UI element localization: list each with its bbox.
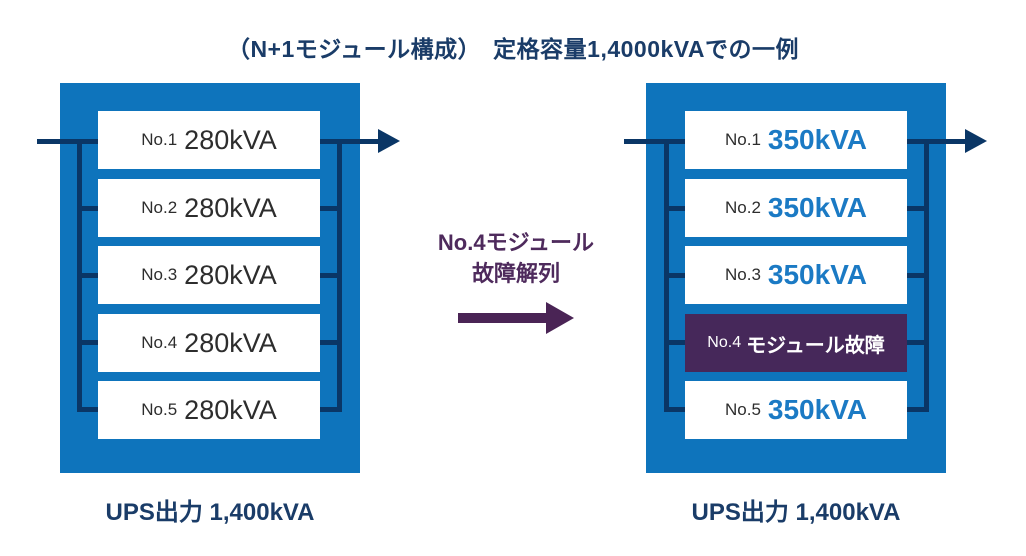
left-module-5: No.5 280kVA bbox=[98, 381, 320, 439]
right-module-1: No.1 350kVA bbox=[685, 111, 907, 169]
module-capacity: 350kVA bbox=[767, 259, 868, 290]
transition-arrow bbox=[458, 313, 548, 323]
left-ups-output-line bbox=[320, 139, 378, 144]
module-number: No.1 bbox=[141, 130, 178, 149]
left-ups-stub-module5-right bbox=[320, 407, 342, 412]
module-capacity: 280kVA bbox=[184, 259, 277, 290]
left-module-4: No.4 280kVA bbox=[98, 314, 320, 372]
module-capacity: 350kVA bbox=[767, 124, 868, 155]
right-ups-output-line bbox=[907, 139, 965, 144]
right-module-3: No.3 350kVA bbox=[685, 246, 907, 304]
right-ups-stub-module3-left bbox=[664, 273, 685, 278]
right-ups-stub-module3-right bbox=[907, 273, 929, 278]
right-ups-stub-module5-left bbox=[664, 407, 685, 412]
right-ups-stub-module5-right bbox=[907, 407, 929, 412]
right-module-2: No.2 350kVA bbox=[685, 179, 907, 237]
module-failure-label: モジュール故障 bbox=[746, 334, 885, 357]
module-number: No.2 bbox=[141, 198, 178, 217]
left-ups-stub-module3-left bbox=[77, 273, 98, 278]
diagram-title: （N+1モジュール構成） 定格容量1,4000kVAでの一例 bbox=[226, 36, 800, 62]
module-number: No.5 bbox=[141, 400, 178, 419]
module-number: No.3 bbox=[724, 265, 761, 284]
left-ups-stub-module4-left bbox=[77, 340, 98, 345]
right-module-4-failed: No.4 モジュール故障 bbox=[685, 314, 907, 372]
left-output-arrowhead-icon bbox=[378, 129, 400, 153]
right-ups-output-label: UPS出力 1,400kVA bbox=[691, 499, 901, 526]
module-capacity: 280kVA bbox=[184, 327, 277, 358]
left-ups-stub-module5-left bbox=[77, 407, 98, 412]
right-ups-stub-module2-left bbox=[664, 206, 685, 211]
left-ups-stub-module2-right bbox=[320, 206, 342, 211]
module-capacity: 280kVA bbox=[184, 394, 277, 425]
module-capacity: 280kVA bbox=[184, 124, 277, 155]
module-number: No.1 bbox=[724, 130, 761, 149]
left-module-1: No.1 280kVA bbox=[98, 111, 320, 169]
transition-caption-line1: No.4モジュール bbox=[437, 230, 595, 255]
module-number: No.4 bbox=[141, 333, 178, 352]
module-capacity: 280kVA bbox=[184, 192, 277, 223]
right-ups-input-line bbox=[624, 139, 685, 144]
left-ups-output-label: UPS出力 1,400kVA bbox=[105, 499, 315, 526]
module-number: No.5 bbox=[724, 400, 761, 419]
left-ups-stub-module4-right bbox=[320, 340, 342, 345]
right-ups-stub-module2-right bbox=[907, 206, 929, 211]
transition-caption-line2: 故障解列 bbox=[471, 261, 560, 286]
module-number: No.3 bbox=[141, 265, 178, 284]
transition-arrowhead-icon bbox=[546, 302, 574, 334]
right-ups-stub-module4-right bbox=[907, 340, 929, 345]
right-ups-stub-module4-left bbox=[664, 340, 685, 345]
left-ups-stub-module3-right bbox=[320, 273, 342, 278]
right-output-arrowhead-icon bbox=[965, 129, 987, 153]
left-module-3: No.3 280kVA bbox=[98, 246, 320, 304]
module-capacity: 350kVA bbox=[767, 192, 868, 223]
right-module-5: No.5 350kVA bbox=[685, 381, 907, 439]
module-number: No.4 bbox=[707, 334, 742, 351]
left-ups-stub-module2-left bbox=[77, 206, 98, 211]
module-capacity: 350kVA bbox=[767, 394, 868, 425]
transition-caption: No.4モジュール 故障解列 bbox=[400, 227, 632, 289]
module-number: No.2 bbox=[724, 198, 761, 217]
left-ups-input-line bbox=[37, 139, 98, 144]
left-module-2: No.2 280kVA bbox=[98, 179, 320, 237]
